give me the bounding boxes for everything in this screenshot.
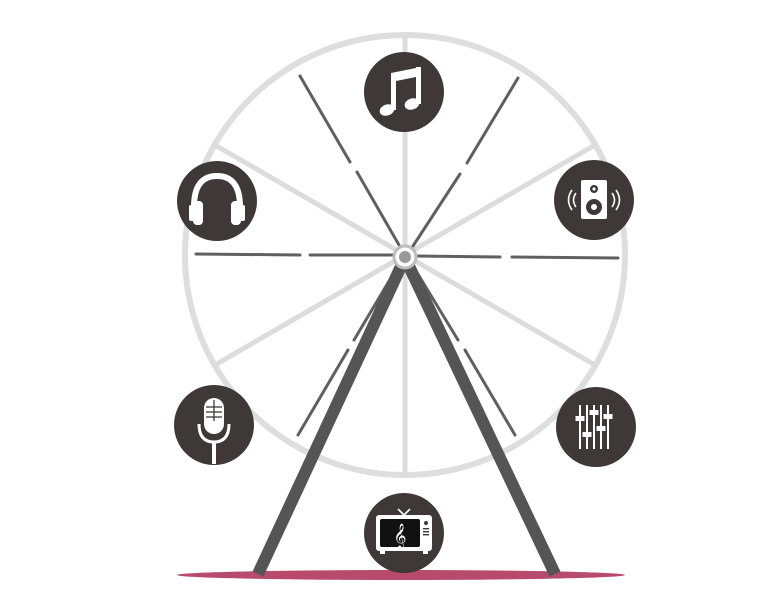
support-legs [252, 259, 561, 577]
spoke-light [212, 142, 408, 258]
spoke-dark [463, 348, 517, 437]
hub-inner [399, 251, 411, 263]
pod-bottom-tv[interactable]: 𝄞 [364, 493, 444, 573]
headphones-icon [189, 172, 245, 225]
support-leg-left [252, 259, 409, 577]
wheel-hub [392, 244, 418, 270]
pod-top-music[interactable] [364, 52, 444, 132]
equalizer-icon [575, 405, 613, 449]
spoke-light [402, 252, 598, 368]
speaker-icon [567, 180, 621, 219]
spoke-dark [194, 252, 302, 257]
spoke-dark [355, 170, 401, 247]
tv-icon: 𝄞 [376, 508, 432, 554]
spoke-dark [414, 254, 502, 259]
pod-circle [364, 52, 444, 132]
pod-upper-right-speaker[interactable] [554, 160, 634, 240]
svg-text:𝄞: 𝄞 [393, 523, 406, 549]
spoke-light [212, 252, 408, 368]
pod-upper-left-headphones[interactable] [177, 161, 257, 241]
spoke-dark [510, 255, 620, 260]
spoke-dark [296, 348, 350, 437]
light-spokes [212, 34, 598, 476]
support-leg-right [401, 259, 561, 577]
pod-lower-right-equalizer[interactable] [556, 387, 636, 467]
pod-lower-left-microphone[interactable] [174, 385, 254, 465]
spoke-dark [411, 172, 462, 248]
music-note-icon [379, 67, 421, 116]
spoke-dark [298, 74, 352, 164]
spoke-light [402, 142, 598, 258]
dark-spokes [194, 74, 620, 437]
ground-shadow [177, 570, 625, 580]
spoke-dark [465, 76, 520, 165]
pod-circle [556, 387, 636, 467]
microphone-icon [197, 398, 231, 464]
